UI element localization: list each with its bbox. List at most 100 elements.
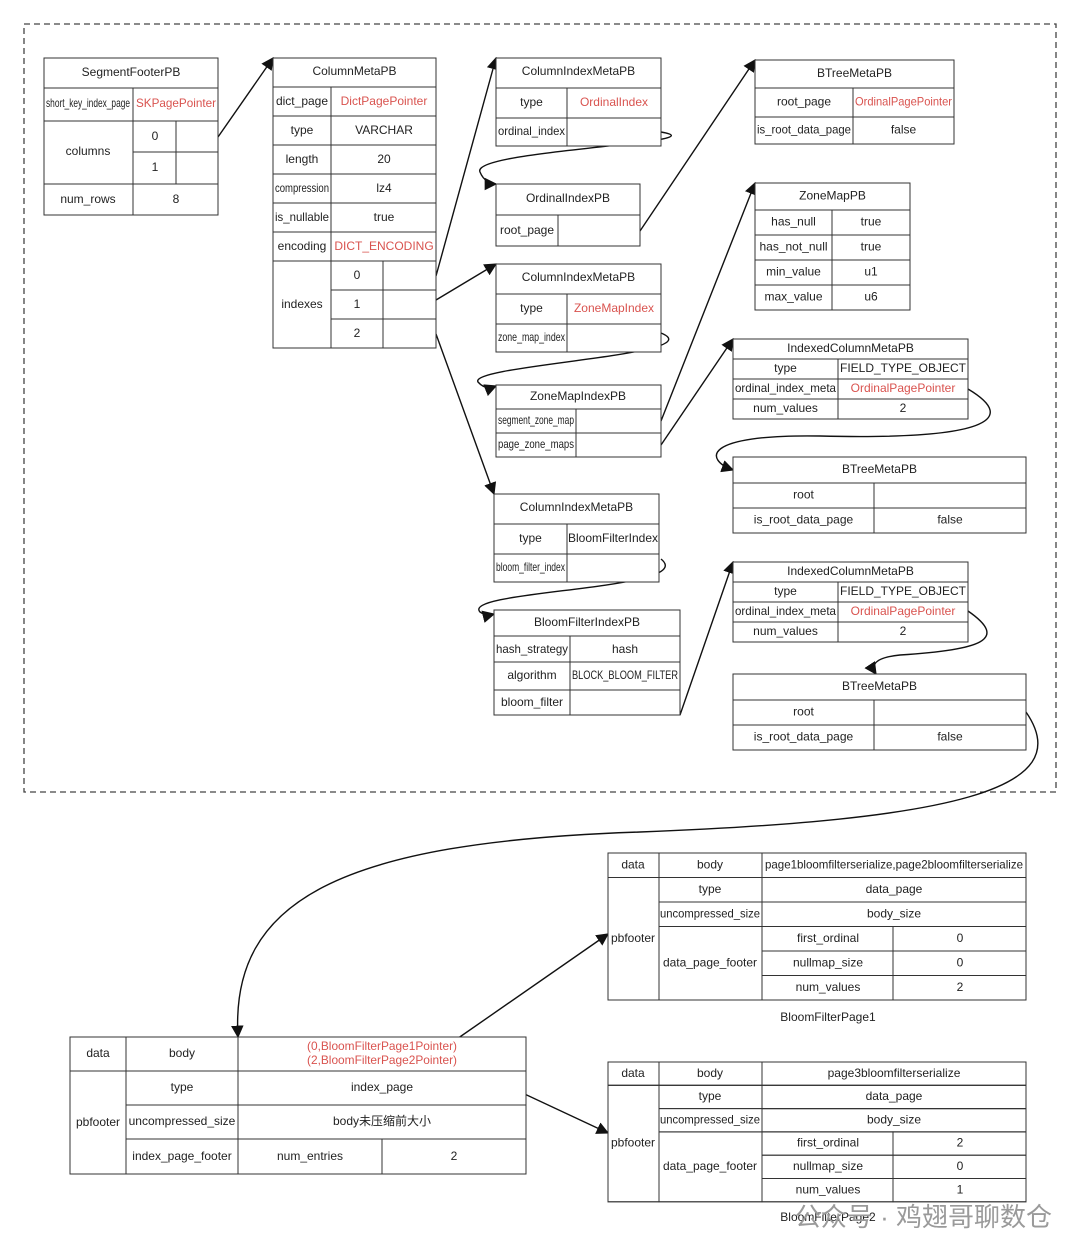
table-cell	[873, 507, 1027, 534]
field-label: num_entries	[277, 1149, 343, 1163]
field-label: type	[699, 1089, 722, 1103]
index-id: 1	[354, 297, 361, 311]
field-label: type	[774, 361, 797, 375]
field-label: num_values	[753, 624, 818, 638]
table-title: BloomFilterIndexPB	[534, 615, 640, 629]
field-label: pbfooter	[611, 931, 655, 945]
table-cell	[566, 117, 662, 147]
field-value: 0	[957, 931, 964, 945]
field-value: DictPagePointer	[341, 94, 428, 108]
field-label: num_values	[796, 980, 861, 994]
table-title: BTreeMetaPB	[842, 462, 917, 476]
field-label: algorithm	[507, 668, 556, 682]
table-cell	[381, 1138, 527, 1175]
table-border	[43, 57, 219, 216]
field-value: body_size	[867, 906, 921, 920]
field-label: num_values	[753, 401, 818, 415]
column-id: 1	[152, 160, 159, 174]
field-label: page_zone_maps	[498, 437, 574, 451]
table-cell	[837, 398, 969, 420]
field-value: 8	[173, 192, 180, 206]
table-title: ZoneMapIndexPB	[530, 389, 626, 403]
field-label: length	[286, 152, 319, 166]
field-label: first_ordinal	[797, 931, 859, 945]
arrow-index1-to-zonemap-meta	[435, 263, 498, 301]
table-title: BTreeMetaPB	[817, 66, 892, 80]
field-label: has_null	[771, 215, 816, 229]
field-label: hash_strategy	[496, 642, 568, 656]
field-value: (2,BloomFilterPage2Pointer)	[307, 1053, 457, 1067]
arrow-page-zone-to-indexed-meta	[660, 337, 734, 446]
table-cell	[557, 214, 641, 247]
field-value: u1	[864, 265, 878, 279]
field-value: FIELD_TYPE_OBJECT	[840, 361, 967, 375]
table-cell	[873, 724, 1027, 751]
field-label: nullmap_size	[793, 955, 863, 969]
field-label: root	[793, 488, 814, 502]
field-label: type	[699, 882, 722, 896]
table-border	[495, 57, 662, 147]
field-label: dict_page	[276, 94, 328, 108]
field-label: body	[697, 1066, 723, 1080]
field-label: columns	[66, 144, 111, 158]
table-title: IndexedColumnMetaPB	[787, 341, 914, 355]
field-label: has_not_null	[759, 240, 827, 254]
field-label: data	[621, 857, 645, 871]
field-label: data	[621, 1066, 645, 1080]
field-label: ordinal_index_meta	[735, 381, 836, 395]
table-cell	[569, 689, 681, 716]
field-label: type	[171, 1080, 194, 1094]
field-label: data_page_footer	[663, 955, 757, 969]
field-label: pbfooter	[76, 1115, 120, 1129]
field-label: is_root_data_page	[757, 123, 851, 137]
field-label: num_rows	[60, 192, 115, 206]
arrow-index-page-to-bloom-page-1	[453, 933, 610, 1042]
field-label: is_root_data_page	[754, 730, 854, 744]
column-id: 0	[152, 129, 159, 143]
field-label: is_root_data_page	[754, 513, 854, 527]
table-cell	[852, 116, 955, 145]
watermark-text: 公众号 · 鸡翅哥聊数仓	[795, 1202, 1052, 1232]
field-label: type	[519, 531, 542, 545]
field-label: type	[520, 95, 543, 109]
field-value: data_page	[866, 882, 923, 896]
field-value: body_size	[867, 1112, 921, 1126]
table-cell	[837, 621, 969, 643]
table-cell	[566, 553, 660, 583]
field-value: true	[861, 215, 882, 229]
field-value: 20	[377, 152, 391, 166]
field-value: 2	[900, 624, 907, 638]
table-title: OrdinalIndexPB	[526, 191, 610, 205]
table-title: ColumnIndexMetaPB	[522, 64, 635, 78]
table-cell	[575, 432, 662, 458]
field-label: nullmap_size	[793, 1159, 863, 1173]
field-label: bloom_filter_index	[496, 560, 565, 574]
curve-indexed-meta-2-to-btree-3	[864, 610, 988, 676]
field-label: uncompressed_size	[660, 1112, 760, 1126]
table-title: BTreeMetaPB	[842, 679, 917, 693]
field-value: page1bloomfilterserialize,page2bloomfilt…	[765, 857, 1023, 871]
table-cell	[132, 183, 219, 216]
table-cell	[831, 284, 911, 311]
table-cell	[382, 318, 437, 349]
field-value: lz4	[376, 181, 392, 195]
field-label: num_values	[796, 1182, 861, 1196]
indexed-column-meta-table-1: IndexedColumnMetaPB type FIELD_TYPE_OBJECT…	[732, 338, 969, 420]
page-caption: BloomFilterPage2	[780, 1210, 876, 1224]
field-label: body	[169, 1046, 195, 1060]
field-value: (0,BloomFilterPage1Pointer)	[307, 1039, 457, 1053]
field-value: 2	[957, 1136, 964, 1150]
table-border	[495, 263, 662, 353]
table-border	[732, 673, 1027, 751]
page-caption: BloomFilterPage1	[780, 1010, 876, 1024]
